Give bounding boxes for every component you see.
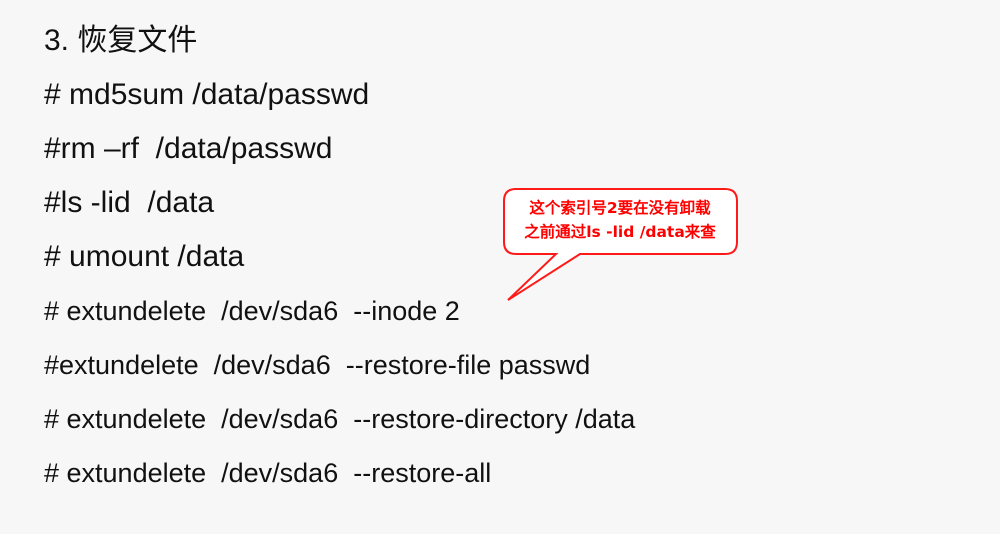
command-line: # extundelete /dev/sda6 --inode 2 <box>44 296 460 326</box>
command-line: # extundelete /dev/sda6 --restore-all <box>44 458 492 488</box>
command-line: #ls -lid /data <box>44 186 215 219</box>
command-line: # umount /data <box>44 240 245 273</box>
callout-text: 这个索引号2要在没有卸载 之前通过ls -lid /data来查 <box>503 196 737 244</box>
command-line: # extundelete /dev/sda6 --restore-direct… <box>44 404 636 434</box>
command-line: # md5sum /data/passwd <box>44 78 370 111</box>
slide-title: 3. 恢复文件 <box>44 24 198 57</box>
callout-line-2: 之前通过ls -lid /data来查 <box>524 223 716 241</box>
callout-line-1: 这个索引号2要在没有卸载 <box>529 199 711 217</box>
command-line: #rm –rf /data/passwd <box>44 132 333 165</box>
command-line: #extundelete /dev/sda6 --restore-file pa… <box>44 350 591 380</box>
